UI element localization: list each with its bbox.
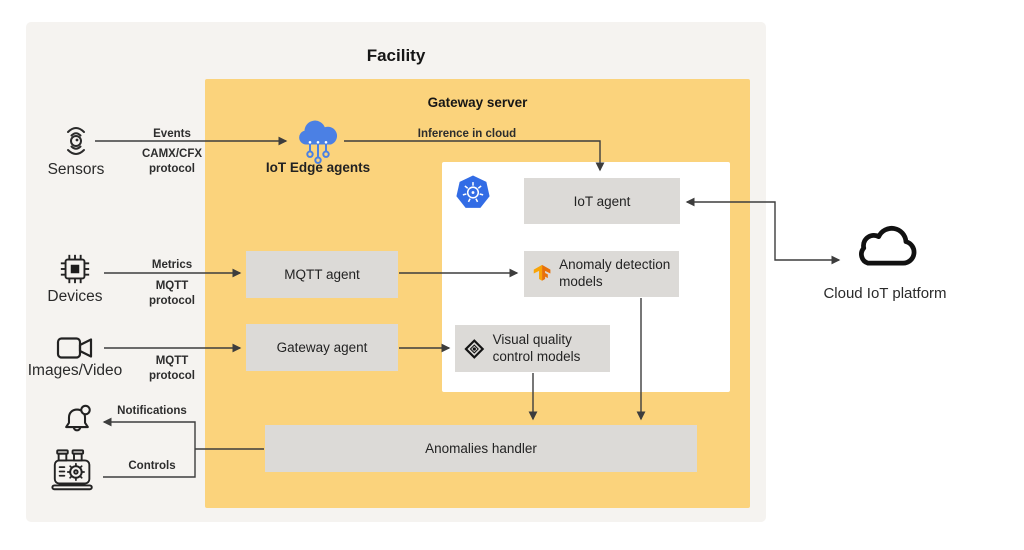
industrial-machine-icon xyxy=(51,449,93,491)
controls-edge-label: Controls xyxy=(128,460,176,472)
camx-protocol-edge-label: CAMX/CFX protocol xyxy=(141,148,203,175)
node-anomalies-handler: Anomalies handler xyxy=(265,425,697,472)
vqc-models-label: Visual quality control models xyxy=(492,331,581,364)
events-edge-label: Events xyxy=(153,128,191,140)
metrics-edge-label: Metrics xyxy=(151,259,193,271)
node-gateway-agent: Gateway agent xyxy=(246,324,398,371)
video-camera-icon xyxy=(56,337,93,359)
mqtt-protocol-devices-label: MQTT protocol xyxy=(149,280,195,307)
iot-agent-label: IoT agent xyxy=(573,193,631,209)
iot-edge-agents-label: IoT Edge agents xyxy=(265,160,371,175)
edge-iot-agent-to-cloud xyxy=(774,232,841,265)
node-mqtt-agent: MQTT agent xyxy=(246,251,398,298)
cloud-nodes-icon xyxy=(299,120,338,164)
anomalies-handler-label: Anomalies handler xyxy=(425,441,537,456)
kubernetes-icon xyxy=(456,175,490,208)
gateway-agent-label: Gateway agent xyxy=(276,340,368,355)
mqtt-agent-label: MQTT agent xyxy=(284,267,360,282)
notifications-edge-label: Notifications xyxy=(117,405,187,417)
radio-sensor-icon xyxy=(67,127,85,155)
cloud-outline-icon xyxy=(859,225,917,266)
devices-label: Devices xyxy=(47,288,103,305)
node-visual-quality-control-models: Visual quality control models xyxy=(455,325,610,372)
anomaly-models-label: Anomaly detection models xyxy=(559,257,671,289)
node-iot-agent: IoT agent xyxy=(524,178,680,224)
cpu-chip-icon xyxy=(60,254,90,284)
images-video-label: Images/Video xyxy=(27,362,123,379)
bell-icon xyxy=(65,404,91,432)
cloud-iot-platform-label: Cloud IoT platform xyxy=(823,285,947,302)
mqtt-protocol-images-label: MQTT protocol xyxy=(149,355,195,382)
facility-title: Facility xyxy=(366,46,426,65)
inference-in-cloud-label: Inference in cloud xyxy=(417,128,517,140)
node-anomaly-detection-models: Anomaly detection models xyxy=(524,251,679,297)
gateway-server-title: Gateway server xyxy=(427,95,528,110)
tensorflow-icon xyxy=(533,264,551,281)
sensors-label: Sensors xyxy=(47,161,105,178)
diamond-vision-icon xyxy=(464,338,485,359)
